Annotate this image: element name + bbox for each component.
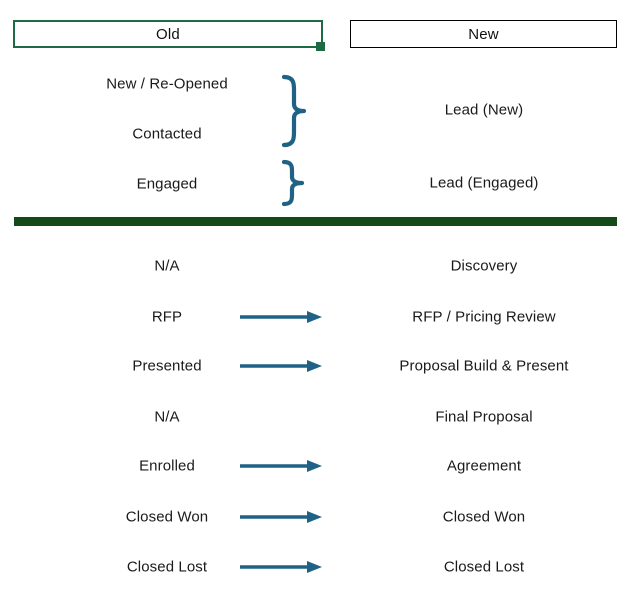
old-stage-engaged: Engaged xyxy=(136,175,198,193)
new-stage-closed-lost: Closed Lost xyxy=(443,558,525,576)
old-stage-closed-won: Closed Won xyxy=(125,508,209,526)
new-stage-lead-new: Lead (New) xyxy=(444,101,524,119)
column-header-new-label: New xyxy=(468,25,499,43)
section-divider xyxy=(14,217,617,226)
new-stage-lead-engaged: Lead (Engaged) xyxy=(429,174,539,192)
old-stage-rfp: RFP xyxy=(151,308,183,326)
column-header-old[interactable]: Old xyxy=(13,20,323,48)
old-stage-enrolled: Enrolled xyxy=(139,457,195,475)
old-stage-closed-lost: Closed Lost xyxy=(126,558,208,576)
old-stage-new-reopened: New / Re-Opened xyxy=(106,75,228,93)
arrow-right-icon-closed-lost xyxy=(239,559,325,575)
new-stage-closed-won: Closed Won xyxy=(442,508,526,526)
arrow-right-icon-closed-won xyxy=(239,509,325,525)
old-stage-na-discovery: N/A xyxy=(154,257,180,275)
arrow-right-icon-presented xyxy=(239,358,325,374)
column-header-new[interactable]: New xyxy=(350,20,617,48)
new-stage-discovery: Discovery xyxy=(450,257,518,275)
new-stage-agreement: Agreement xyxy=(446,457,522,475)
old-stage-presented: Presented xyxy=(132,357,202,375)
selection-handle-icon[interactable] xyxy=(316,42,325,51)
column-header-old-label: Old xyxy=(156,25,180,43)
old-stage-contacted: Contacted xyxy=(132,125,202,143)
new-stage-final-proposal: Final Proposal xyxy=(435,408,533,426)
curly-brace-right-icon-group-lead-new xyxy=(278,74,322,148)
arrow-right-icon-enrolled xyxy=(239,458,325,474)
new-stage-proposal-build-present: Proposal Build & Present xyxy=(399,357,569,375)
arrow-right-icon-rfp xyxy=(239,309,325,325)
curly-brace-right-icon-group-lead-engaged xyxy=(278,159,322,207)
old-stage-na-final-proposal: N/A xyxy=(154,408,180,426)
new-stage-rfp-pricing-review: RFP / Pricing Review xyxy=(412,308,556,326)
